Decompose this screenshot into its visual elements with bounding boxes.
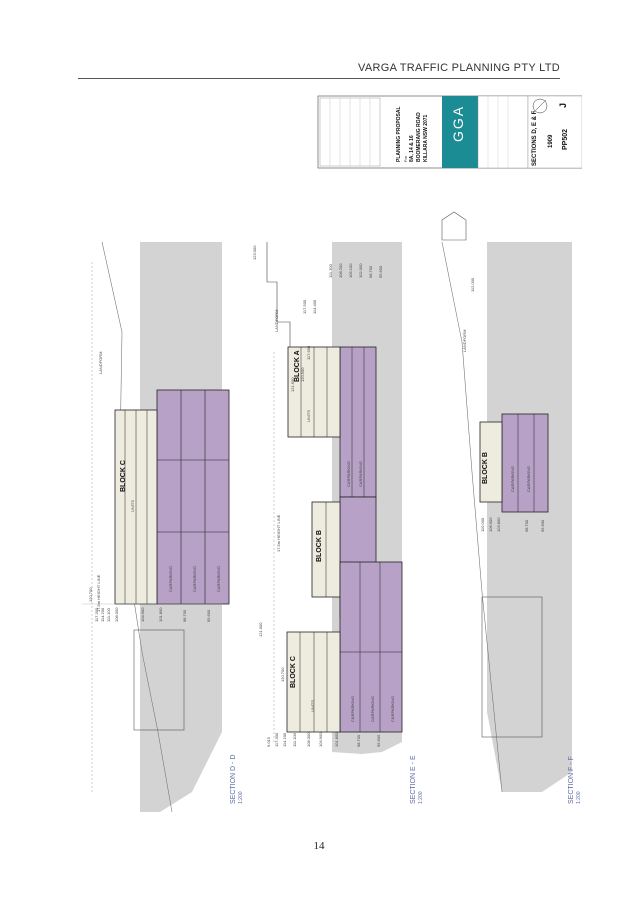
section-f-scale: 1:200 — [576, 791, 582, 804]
rl-e-r-1: 111.300 — [328, 264, 333, 278]
rl-d-2: 114.200 — [100, 607, 105, 622]
terrace-steps-e — [266, 242, 291, 347]
rl-e-r-9: 121.600 — [290, 377, 295, 392]
rl-e-r-4: 102.000 — [358, 263, 363, 278]
company-name: VARGA TRAFFIC PLANNING PTY LTD — [358, 62, 560, 74]
drawing-number: PP502 — [562, 128, 569, 150]
address-line-2: BOOMERANG ROAD — [416, 112, 422, 162]
job-number: 1909 — [548, 134, 554, 148]
terrain-line-f — [441, 241, 503, 793]
rl-d-1: 117.300 — [94, 607, 99, 622]
rl-e-r-10: 120.500 — [300, 367, 305, 382]
carpark-label-f1: CARPARKING — [510, 465, 515, 492]
title-block — [317, 95, 582, 169]
carpark-label-e3: CARPARKING — [350, 695, 355, 722]
section-d-d — [82, 241, 230, 813]
units-label-e: UNITS — [306, 410, 311, 422]
rl-d-3: 111.100 — [106, 608, 111, 622]
carpark-label-d2: CARPARKING — [192, 565, 197, 592]
revision: J — [558, 102, 568, 108]
units-label-e-c: UNITS — [310, 700, 315, 712]
carpark-label-d1: CARPARKING — [168, 565, 173, 592]
rl-e-l-8: 95.600 — [376, 734, 381, 747]
address-line-3: KILLARA NSW 2071 — [423, 114, 429, 162]
landform-label-f: LANDFORM — [462, 329, 467, 352]
north-arrow-icon — [532, 98, 548, 114]
rl-e-l-7: 98.700 — [356, 734, 361, 747]
architectural-drawing: PLANNING PROPOSAL For 8A, 14 & 16 BOOMER… — [62, 92, 582, 832]
neighbour-outline-d — [133, 629, 185, 731]
rl-f-0: 112.000 — [470, 277, 475, 292]
page-header: VARGA TRAFFIC PLANNING PTY LTD — [78, 60, 560, 79]
house-outline-f — [441, 211, 467, 241]
rl-e-l-5: 104.900 — [318, 732, 323, 747]
block-b-units-f — [479, 421, 503, 503]
rl-e-l-9: 120.700 — [280, 667, 285, 682]
rl-e-r-0: 123.000 — [252, 245, 257, 260]
block-b-carpark-f — [501, 413, 549, 513]
carpark-label-e4: CARPARKING — [370, 695, 375, 722]
rl-e-l-0: 9.015 — [266, 736, 271, 747]
ground-f — [487, 242, 572, 792]
rl-f-1: 110.000 — [480, 517, 485, 532]
block-a-carpark-e — [339, 346, 377, 498]
neighbour-outline-f — [481, 596, 543, 738]
gga-logo-text: GGA — [450, 104, 466, 142]
rl-e-l-6: 101.800 — [334, 732, 339, 747]
section-f-label: SECTION F - F — [568, 756, 575, 804]
landform-label-e: LANDFORM — [274, 309, 279, 332]
sheet-title: SECTIONS D, E & F — [532, 110, 538, 166]
rl-f-2: 106.900 — [488, 517, 493, 532]
rl-f-4: 98.700 — [524, 519, 529, 532]
units-label-d: UNITS — [130, 500, 135, 512]
block-c-units-e — [286, 631, 341, 733]
section-d-scale: 1:200 — [238, 791, 244, 804]
rl-d-8: 95.600 — [206, 609, 211, 622]
rl-e-l-1: 117.300 — [274, 732, 279, 747]
rl-d-5: 104.900 — [140, 607, 145, 622]
block-b-label-f: BLOCK B — [482, 452, 489, 484]
project-heading: PLANNING PROPOSAL — [396, 106, 402, 162]
section-e-label: SECTION E - E — [410, 755, 417, 804]
sections-sheet — [82, 95, 582, 813]
rl-e-l-3: 111.100 — [292, 733, 297, 747]
rl-d-6: 101.800 — [158, 607, 163, 622]
section-e-e — [266, 242, 403, 754]
block-c-carpark-d — [156, 389, 230, 605]
rl-e-r-6: 95.600 — [378, 265, 383, 278]
block-b-label-e: BLOCK B — [316, 530, 323, 562]
rl-d-7: 98.700 — [182, 609, 187, 622]
block-c-carpark-e — [339, 561, 403, 733]
project-for: For — [403, 156, 408, 162]
block-c-label-d: BLOCK C — [120, 460, 127, 492]
carpark-label-e5: CARPARKING — [390, 695, 395, 722]
rl-d-0: 120.700 — [88, 587, 93, 602]
carpark-label-e2: CARPARKING — [358, 460, 363, 487]
section-f-f — [441, 211, 572, 793]
page-number: 14 — [313, 840, 325, 852]
gga-logo-panel — [442, 96, 478, 168]
carpark-label-f2: CARPARKING — [526, 465, 531, 492]
carpark-label-d3: CARPARKING — [216, 565, 221, 592]
rl-f-5: 95.600 — [540, 519, 545, 532]
rl-e-r-7: 117.500 — [302, 299, 307, 314]
landform-label-d: LANDFORM — [98, 351, 103, 374]
height-line-label-e: 17.5m HEIGHT LINE — [276, 514, 281, 552]
block-c-label-e: BLOCK C — [290, 656, 297, 688]
section-e-scale: 1:200 — [418, 791, 424, 804]
section-d-label: SECTION D - D — [230, 754, 237, 804]
rl-e-l-10: 121.000 — [258, 622, 263, 637]
rl-d-4: 108.000 — [114, 607, 119, 622]
height-line-label-d: 17.5m HEIGHT LINE — [96, 574, 101, 612]
rl-e-l-2: 114.200 — [282, 732, 287, 747]
address-line-1: 8A, 14 & 16 — [409, 135, 415, 162]
rl-e-r-3: 105.100 — [348, 263, 353, 278]
rl-f-3: 103.800 — [496, 517, 501, 532]
rl-e-l-4: 108.000 — [306, 732, 311, 747]
rl-e-r-5: 98.700 — [368, 265, 373, 278]
rl-e-r-11: 117.600 — [306, 345, 311, 360]
carpark-label-e1: CARPARKING — [346, 460, 351, 487]
rl-e-r-8: 114.400 — [312, 299, 317, 314]
rl-e-r-2: 108.200 — [338, 263, 343, 278]
